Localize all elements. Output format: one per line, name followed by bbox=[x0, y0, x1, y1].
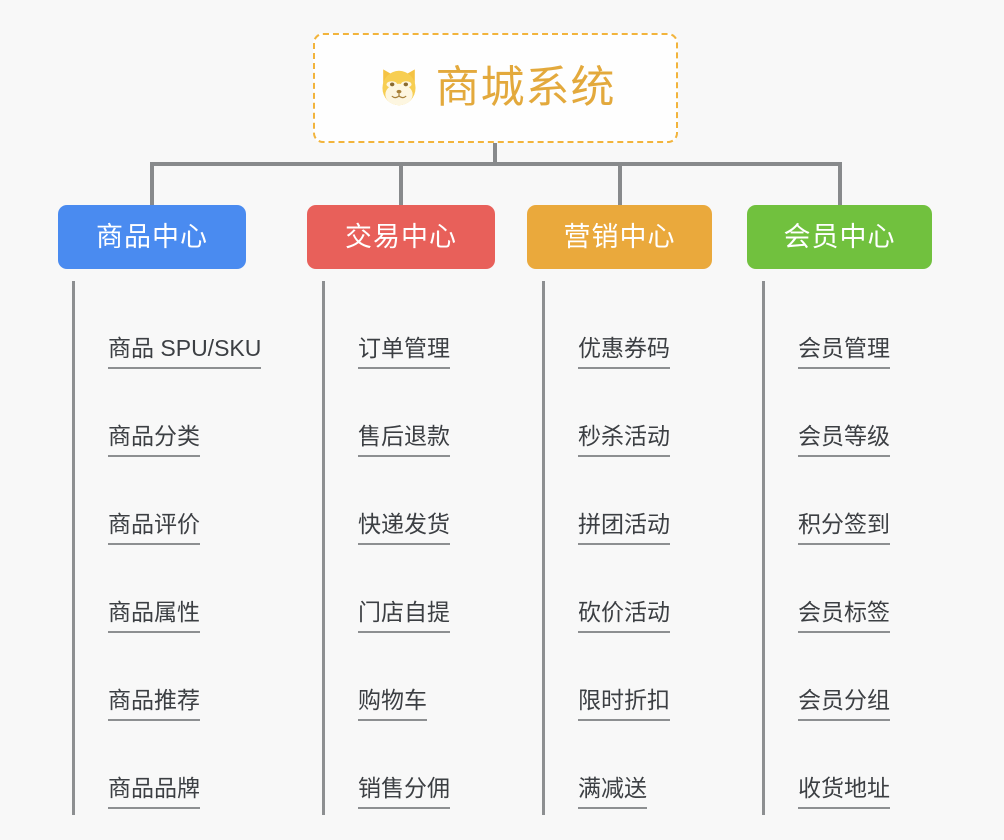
shiba-dog-face-icon bbox=[381, 69, 416, 107]
leaf-label: 快递发货 bbox=[358, 511, 450, 545]
connector-horizontal-bus bbox=[150, 162, 842, 166]
branch-spine bbox=[322, 281, 325, 815]
leaf-label: 购物车 bbox=[358, 687, 427, 721]
list-item[interactable]: 积分签到 bbox=[762, 457, 890, 545]
leaf-label: 秒杀活动 bbox=[578, 423, 670, 457]
leaf-list: 订单管理 售后退款 快递发货 门店自提 购物车 销售分佣 bbox=[322, 281, 450, 809]
list-item[interactable]: 商品 SPU/SKU bbox=[72, 281, 262, 369]
connector-drop-branch-1 bbox=[399, 162, 403, 207]
branch-head-trade-center[interactable]: 交易中心 bbox=[307, 205, 495, 269]
leaf-label: 积分签到 bbox=[798, 511, 890, 545]
leaf-label: 优惠券码 bbox=[578, 335, 670, 369]
leaf-label: 商品分类 bbox=[108, 423, 200, 457]
list-item[interactable]: 会员分组 bbox=[762, 633, 890, 721]
list-item[interactable]: 限时折扣 bbox=[542, 633, 670, 721]
list-item[interactable]: 售后退款 bbox=[322, 369, 450, 457]
list-item[interactable]: 会员等级 bbox=[762, 369, 890, 457]
leaf-label: 会员分组 bbox=[798, 687, 890, 721]
connector-drop-branch-0 bbox=[150, 162, 154, 207]
list-item[interactable]: 商品评价 bbox=[72, 457, 261, 545]
leaf-list: 优惠券码 秒杀活动 拼团活动 砍价活动 限时折扣 满减送 bbox=[542, 281, 670, 809]
list-item[interactable]: 快递发货 bbox=[322, 457, 450, 545]
branch-head-label: 会员中心 bbox=[783, 221, 896, 252]
leaf-label: 收货地址 bbox=[798, 775, 890, 809]
leaf-list: 商品 SPU/SKU 商品分类 商品评价 商品属性 商品推荐 商品品牌 bbox=[72, 281, 262, 809]
branch-head-label: 交易中心 bbox=[345, 221, 457, 252]
leaf-label: 商品品牌 bbox=[108, 775, 200, 809]
branch-head-marketing-center[interactable]: 营销中心 bbox=[527, 205, 712, 269]
connector-drop-branch-3 bbox=[838, 162, 842, 207]
branch-spine bbox=[762, 281, 765, 815]
leaf-label: 会员管理 bbox=[798, 335, 890, 369]
leaf-label: 销售分佣 bbox=[358, 775, 450, 809]
leaf-label: 砍价活动 bbox=[578, 599, 670, 633]
list-item[interactable]: 秒杀活动 bbox=[542, 369, 670, 457]
list-item[interactable]: 商品推荐 bbox=[72, 633, 261, 721]
root-title: 商城系统 bbox=[435, 63, 616, 112]
leaf-label: 限时折扣 bbox=[578, 687, 670, 721]
list-item[interactable]: 满减送 bbox=[542, 721, 670, 809]
leaf-label: 满减送 bbox=[578, 775, 647, 809]
branch-spine bbox=[542, 281, 545, 815]
list-item[interactable]: 商品属性 bbox=[72, 545, 261, 633]
connector-root-stem bbox=[493, 143, 497, 165]
branch-spine bbox=[72, 281, 75, 815]
leaf-label: 拼团活动 bbox=[578, 511, 670, 545]
list-item[interactable]: 拼团活动 bbox=[542, 457, 670, 545]
list-item[interactable]: 门店自提 bbox=[322, 545, 450, 633]
leaf-label: 商品属性 bbox=[108, 599, 200, 633]
list-item[interactable]: 砍价活动 bbox=[542, 545, 670, 633]
leaf-label: 售后退款 bbox=[358, 423, 450, 457]
list-item[interactable]: 订单管理 bbox=[322, 281, 450, 369]
list-item[interactable]: 会员管理 bbox=[762, 281, 890, 369]
leaf-label: 订单管理 bbox=[358, 335, 450, 369]
list-item[interactable]: 优惠券码 bbox=[542, 281, 670, 369]
list-item[interactable]: 收货地址 bbox=[762, 721, 890, 809]
leaf-list: 会员管理 会员等级 积分签到 会员标签 会员分组 收货地址 bbox=[762, 281, 890, 809]
list-item[interactable]: 商品分类 bbox=[72, 369, 261, 457]
branch-head-member-center[interactable]: 会员中心 bbox=[747, 205, 932, 269]
leaf-label: 会员标签 bbox=[798, 599, 890, 633]
branch-head-product-center[interactable]: 商品中心 bbox=[58, 205, 246, 269]
leaf-label: 商品推荐 bbox=[108, 687, 200, 721]
root-node[interactable]: 商城系统 bbox=[313, 33, 678, 143]
branch-head-label: 营销中心 bbox=[563, 221, 676, 252]
list-item[interactable]: 销售分佣 bbox=[322, 721, 450, 809]
branch-head-label: 商品中心 bbox=[96, 221, 208, 252]
leaf-label: 商品评价 bbox=[108, 511, 200, 545]
leaf-label: 会员等级 bbox=[798, 423, 890, 457]
list-item[interactable]: 会员标签 bbox=[762, 545, 890, 633]
list-item[interactable]: 购物车 bbox=[322, 633, 450, 721]
list-item[interactable]: 商品品牌 bbox=[72, 721, 261, 809]
leaf-label: 商品 SPU/SKU bbox=[108, 335, 262, 369]
leaf-label: 门店自提 bbox=[358, 599, 450, 633]
connector-drop-branch-2 bbox=[618, 162, 622, 207]
